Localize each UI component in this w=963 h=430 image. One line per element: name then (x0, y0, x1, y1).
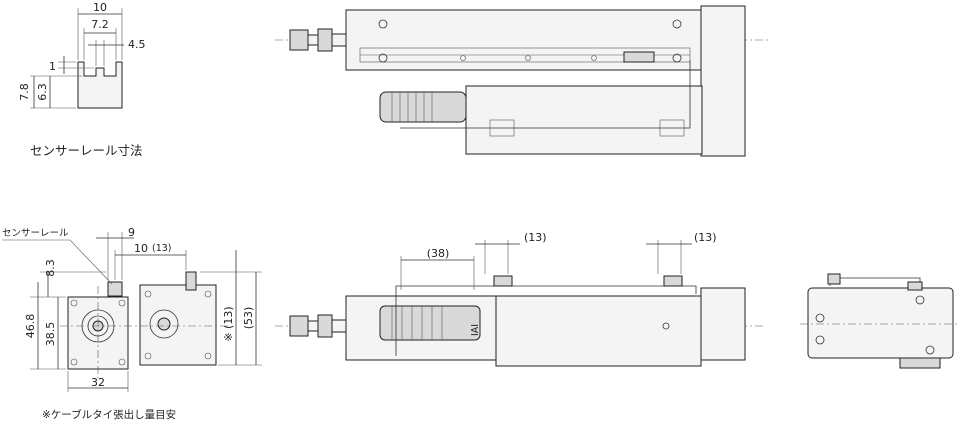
motor-end-side (700, 287, 746, 361)
rail-profile (77, 61, 123, 109)
dim-rail-inner: 7.2 (91, 18, 109, 31)
dim-10: 10 (134, 242, 148, 255)
footnote: ※ケーブルタイ張出し量目安 (42, 408, 176, 421)
motor-end-cover (700, 5, 746, 157)
side-view: IAI (38) (13) (13) (275, 231, 765, 367)
dim-rail-height: 7.8 (18, 83, 31, 101)
sensor-rail-end (107, 281, 123, 297)
rail-section-title: センサーレール寸法 (30, 143, 143, 158)
dim-rail-slot: 4.5 (128, 38, 146, 51)
dim-9: 9 (128, 226, 135, 239)
end-view (800, 273, 960, 369)
front-view: センサーレール 9 10 (13) 8.3 46.8 38.5 32 (53) … (2, 226, 262, 392)
dim-rail-depth: 6.3 (36, 83, 49, 101)
dim-38: (38) (427, 247, 450, 260)
dim-13-vertical: ※ (13) (222, 306, 235, 341)
dim-13-top: (13) (152, 243, 172, 254)
dim-rail-width: 10 (93, 1, 107, 14)
sensor-rail-callout: センサーレール (2, 228, 69, 239)
sensor-slider (623, 51, 655, 63)
dim-8-3: 8.3 (44, 259, 57, 277)
cable-tie-left (493, 275, 513, 287)
end-face (807, 287, 954, 359)
cable-gland (379, 91, 467, 123)
cable-tie-right (663, 275, 683, 287)
rod-end-nut (289, 29, 309, 51)
sensor-rail-section: 10 7.2 4.5 1 7.8 6.3 センサーレール寸法 (18, 1, 146, 158)
dim-13-b: (13) (694, 231, 717, 244)
motor-housing-side (495, 295, 702, 367)
dim-rail-lip: 1 (49, 60, 56, 73)
dim-46-8: 46.8 (24, 314, 37, 339)
top-view (275, 5, 770, 157)
end-bracket (899, 357, 941, 369)
rod-clevis (317, 28, 333, 52)
dim-53: (53) (242, 307, 255, 330)
dim-32: 32 (91, 376, 105, 389)
iai-logo: IAI (470, 324, 481, 336)
dim-38-5: 38.5 (44, 322, 57, 347)
dim-13-a: (13) (524, 231, 547, 244)
cable-gland-side (379, 305, 481, 341)
